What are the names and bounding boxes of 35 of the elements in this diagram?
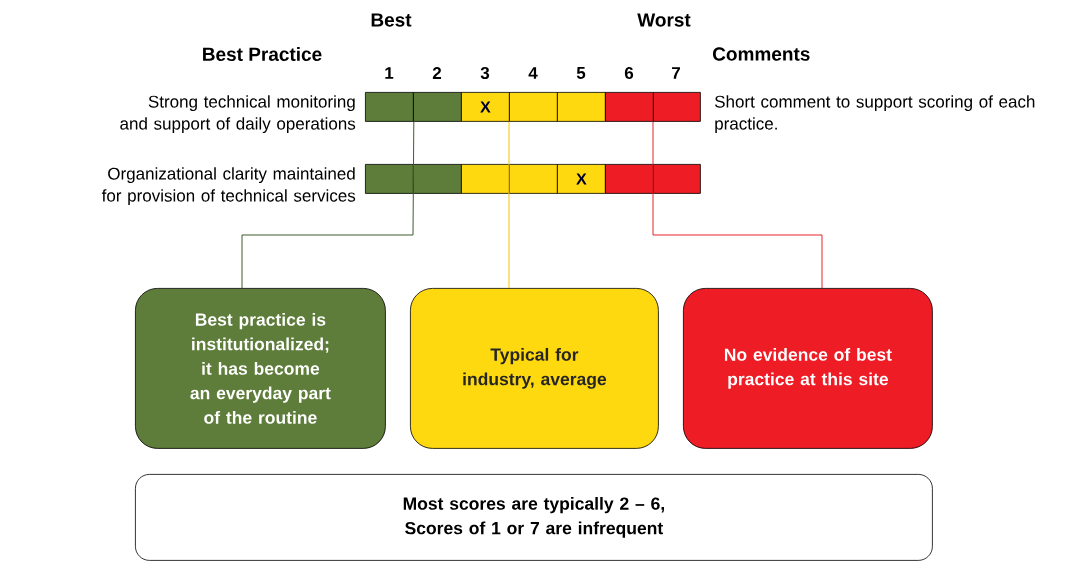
scale-cell xyxy=(509,164,558,194)
scale-cell xyxy=(461,164,510,194)
result-box: Best practice is institutionalized; it has become an everyday part of the routine xyxy=(135,288,386,449)
heading: Worst xyxy=(637,13,691,27)
scale-cell xyxy=(605,92,654,122)
scale-number: 1 xyxy=(385,67,394,79)
practice-text: Strong technical monitoring and support of daily operations xyxy=(120,95,356,134)
scale-cell xyxy=(365,92,414,122)
scale-number: 2 xyxy=(432,67,442,79)
connector-line xyxy=(652,121,823,289)
scale-cell xyxy=(509,92,558,122)
scale-cell xyxy=(605,164,654,194)
connector-line xyxy=(508,121,510,289)
scale-cell xyxy=(653,164,701,194)
scale-cell xyxy=(365,164,414,194)
scale-cell xyxy=(413,164,462,194)
scale-cell: X xyxy=(557,164,606,194)
scale-cell xyxy=(413,92,462,122)
scale-number: 5 xyxy=(576,67,586,79)
result-box: Typical for industry, average xyxy=(410,288,659,449)
scale-number: 4 xyxy=(528,67,538,79)
scale-cell xyxy=(653,92,701,122)
heading: Comments xyxy=(713,47,810,61)
comment-text: Short comment to support scoring of each practice. xyxy=(714,95,1035,134)
practice-text: Organizational clarity maintained for provision of technical services xyxy=(101,167,356,206)
scale-number: 7 xyxy=(672,67,680,79)
note-box: Most scores are typically 2 – 6, Scores of 1 or 7 are infrequent xyxy=(135,474,933,561)
connector-line xyxy=(241,121,415,289)
scale-cell xyxy=(557,92,606,122)
scale-number: 3 xyxy=(480,66,490,80)
heading: Best xyxy=(371,13,412,27)
result-box: No evidence of best practice at this site xyxy=(683,288,933,449)
scale-cell: X xyxy=(461,92,510,122)
heading: Best Practice xyxy=(203,47,322,61)
scale-number: 6 xyxy=(624,67,634,79)
